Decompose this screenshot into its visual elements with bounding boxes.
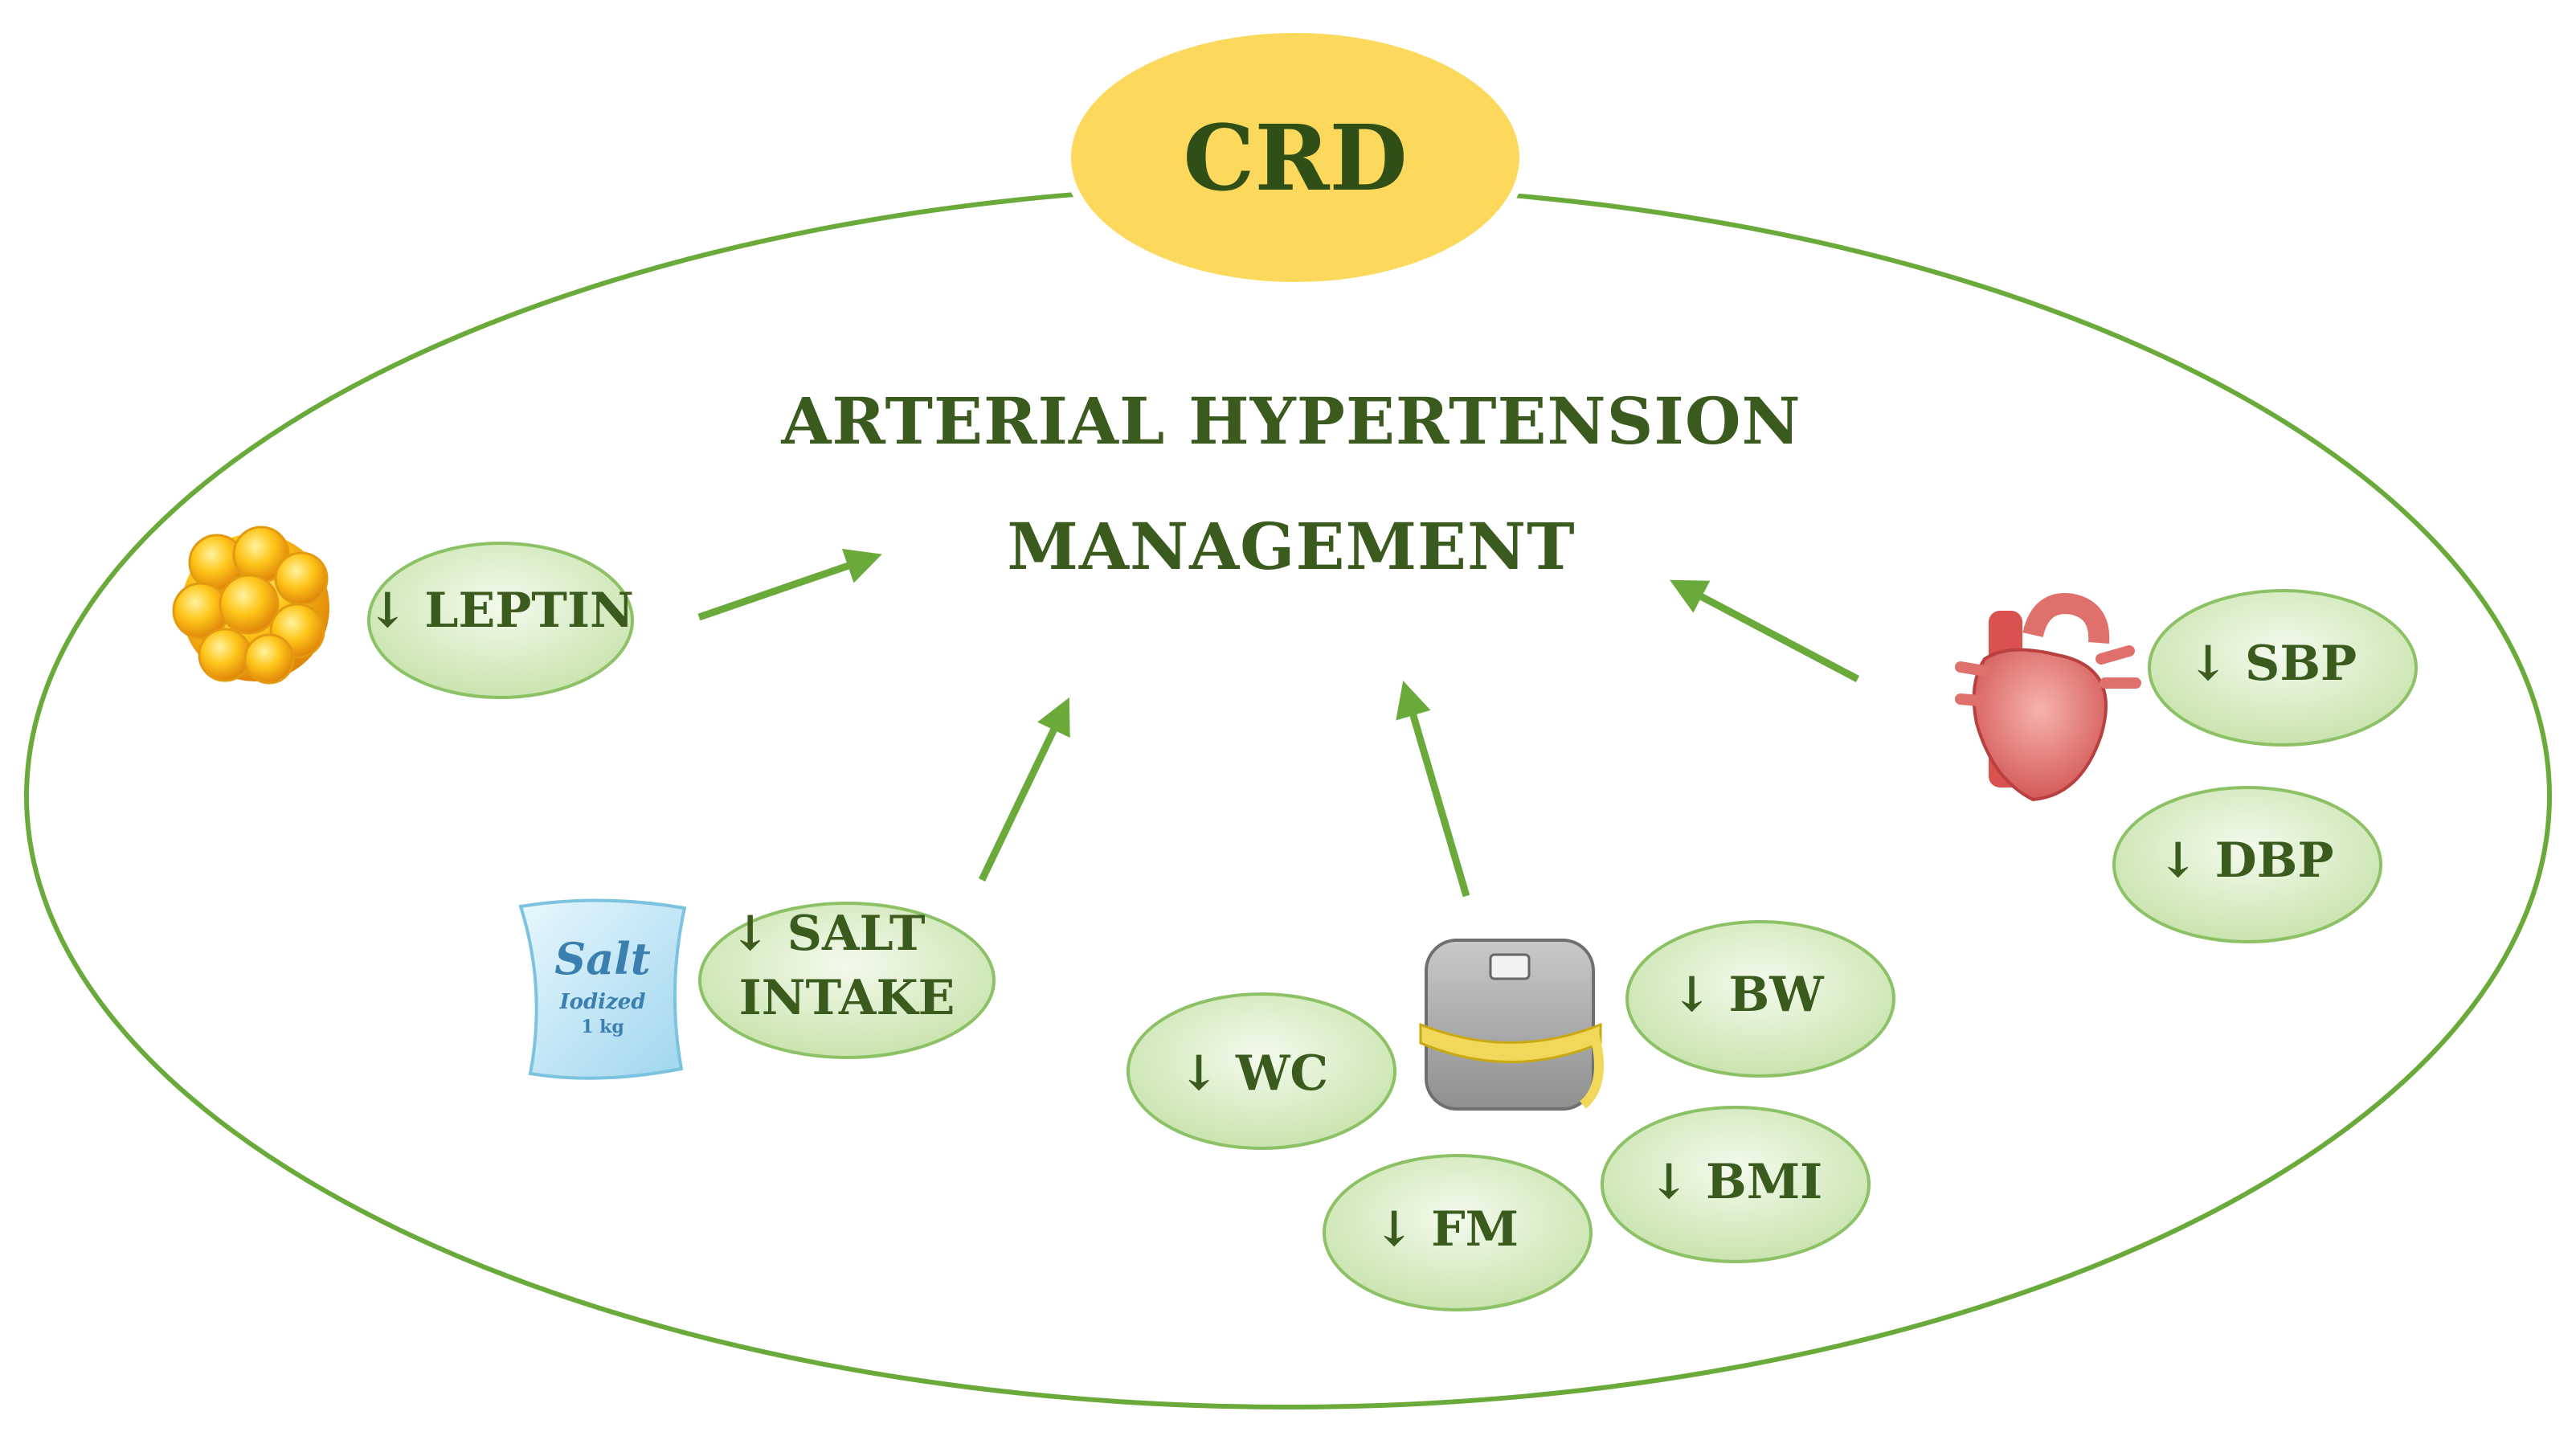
heart-icon <box>1955 593 2141 802</box>
sbp-label: ↓ SBP <box>2188 636 2357 692</box>
salt-bag-weight: 1 kg <box>581 1017 624 1037</box>
wc-pill: ↓ WC <box>1126 992 1396 1150</box>
fat-cell-icon <box>172 526 329 685</box>
outer-ellipse <box>24 183 2552 1409</box>
salt-intake-line-2: INTAKE <box>739 970 955 1026</box>
title-line-2: MANAGEMENT <box>1007 509 1575 584</box>
fm-pill: ↓ FM <box>1323 1154 1593 1311</box>
bmi-label: ↓ BMI <box>1649 1154 1822 1210</box>
arrow-salt <box>978 697 1070 882</box>
arrow-weight <box>1396 681 1470 898</box>
salt-intake-line-1: ↓ SALT <box>730 906 926 962</box>
dbp-label: ↓ DBP <box>2157 833 2333 889</box>
bathroom-scale-icon <box>1419 939 1604 1111</box>
title-line-1: ARTERIAL HYPERTENSION <box>780 383 1801 459</box>
salt-intake-pill: ↓ SALT INTAKE <box>698 902 996 1059</box>
wc-label: ↓ WC <box>1179 1045 1328 1102</box>
arrow-leptin <box>697 548 882 621</box>
crd-badge: CRD <box>1063 25 1527 290</box>
dbp-pill: ↓ DBP <box>2112 786 2382 943</box>
arrow-blood-pressure <box>1670 579 1860 682</box>
bmi-pill: ↓ BMI <box>1601 1106 1871 1263</box>
leptin-pill: ↓ LEPTIN <box>367 542 634 699</box>
crd-label: CRD <box>1183 106 1407 211</box>
bw-pill: ↓ BW <box>1625 920 1895 1078</box>
salt-bag-subtitle: Iodized <box>558 990 645 1014</box>
salt-bag-icon: Salt Iodized 1 kg <box>518 898 687 1080</box>
salt-bag-title: Salt <box>554 933 651 984</box>
fm-label: ↓ FM <box>1374 1201 1519 1258</box>
sbp-pill: ↓ SBP <box>2148 589 2418 747</box>
bw-label: ↓ BW <box>1671 967 1825 1023</box>
leptin-label: ↓ LEPTIN <box>367 583 634 639</box>
